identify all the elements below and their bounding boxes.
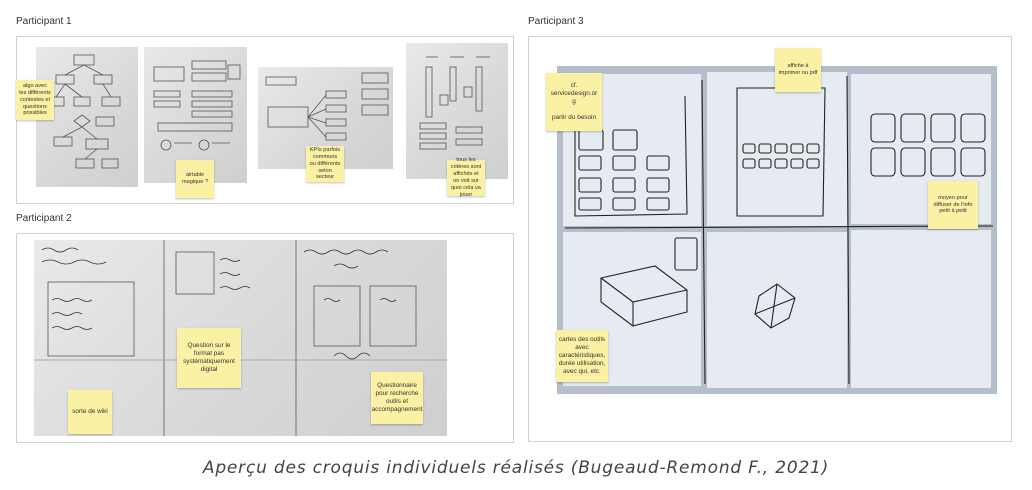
sketch-photo-p3 xyxy=(557,66,997,394)
sheet-cocotte xyxy=(707,232,847,388)
sticky-note-affiche: affiche à imprimer ou pdf xyxy=(775,48,821,92)
criteria-sketch xyxy=(419,56,490,150)
board-sketch xyxy=(564,75,994,385)
figure-caption: Aperçu des croquis individuels réalisés … xyxy=(202,458,830,478)
sticky-note-cartes: cartes des outils avec caractéristiques,… xyxy=(556,330,608,382)
sticky-note-wiki: sorte de wiki xyxy=(68,390,112,434)
participant-2-label: Participant 2 xyxy=(16,213,72,224)
participant-3-label: Participant 3 xyxy=(528,16,584,27)
sticky-note-algo: algo avec les différents contextes et qu… xyxy=(16,80,54,120)
sticky-note-question: Question sur le format pas systématiquem… xyxy=(177,328,241,388)
sticky-note-airtable: airtable magique ? xyxy=(176,160,214,198)
sticky-note-questionnaire: Questionnaire pour recherche outils et a… xyxy=(371,372,423,424)
participant-1-label: Participant 1 xyxy=(16,16,72,27)
sheet-blank xyxy=(851,230,991,388)
sticky-note-moyen: moyen pour diffuser de l'info petit à pe… xyxy=(928,181,978,229)
sketch-photo-p1-criteria xyxy=(406,43,508,179)
interface-sketch xyxy=(153,60,241,151)
sticky-note-servicedesign: cf. servicedesign.or g partir du besoin xyxy=(546,73,602,131)
sticky-note-criteres: tous les critères sont affichés et on vo… xyxy=(447,157,485,198)
kpi-sketch xyxy=(265,72,389,141)
sticky-note-kpi: KPIs parfois communs ou différents selon… xyxy=(306,146,344,182)
